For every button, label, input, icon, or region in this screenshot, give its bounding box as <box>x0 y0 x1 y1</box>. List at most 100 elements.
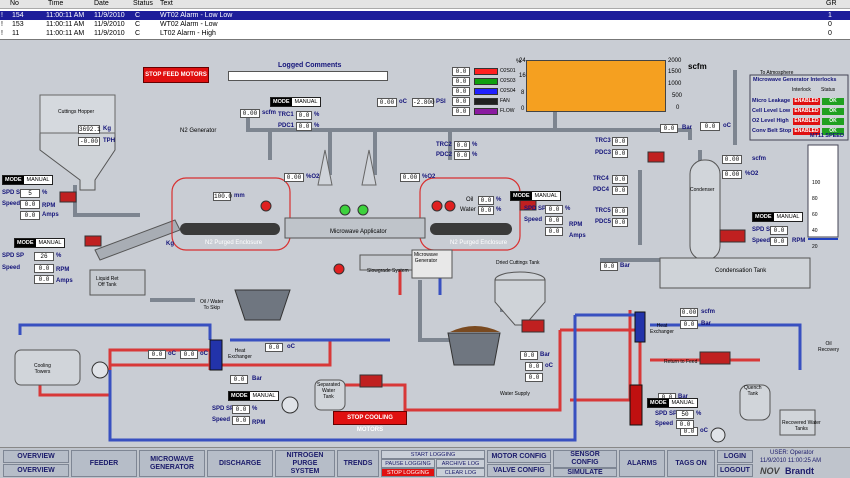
spd-sp-label: SPD SP <box>655 411 678 417</box>
temp-unit: oC <box>399 99 407 105</box>
pdc2-label: PDC2 <box>436 152 453 158</box>
interlock-name: Conv Belt Stop <box>752 128 792 134</box>
sensor-config-button[interactable]: SENSOR CONFIG <box>553 450 617 468</box>
condensation-tank-label: Condensation Tank <box>715 268 767 274</box>
clear-log-button[interactable]: CLEAR LOG <box>436 468 485 477</box>
mt11-tick: 80 <box>812 196 818 202</box>
discharge-speed-sp[interactable]: 0.0 <box>545 205 563 214</box>
trend-left-tick: 8 <box>521 90 525 96</box>
start-logging-button[interactable]: START LOGGING <box>381 450 485 459</box>
microwave-generator-button[interactable]: MICROWAVE GENERATOR <box>139 450 205 477</box>
alarm-gr: 0 <box>828 21 832 28</box>
pct-unit: % <box>42 190 48 196</box>
condenser-label: Condenser <box>690 187 715 193</box>
bar-unit: Bar <box>540 352 551 358</box>
amps-unit: Amps <box>42 212 59 218</box>
valve-config-button[interactable]: VALVE CONFIG <box>487 464 551 477</box>
simulate-button[interactable]: SIMULATE <box>553 468 617 477</box>
oil-value: 0.0 <box>478 196 494 205</box>
interlock-status-badge: OK <box>822 98 844 105</box>
alarm-row[interactable]: ! 11 11:00:11 AM 11/9/2010 C LT02 Alarm … <box>0 29 850 38</box>
oil-label: Oil <box>466 197 474 203</box>
mt11-speed-title: MT11 SPEED <box>810 133 844 139</box>
archive-log-button[interactable]: ARCHIVE LOG <box>436 459 485 468</box>
alarms-button[interactable]: ALARMS <box>619 450 665 477</box>
overview-button-2[interactable]: OVERVIEW <box>3 464 69 477</box>
pct-unit: % <box>252 406 258 412</box>
alarm-row[interactable]: ! 154 11:00:11 AM 11/9/2010 C WT02 Alarm… <box>0 11 850 20</box>
gas-value: 0.0 <box>452 67 470 76</box>
tags-on-button[interactable]: TAGS ON <box>667 450 715 477</box>
interlock-enabled-badge: ENABLED <box>793 98 820 105</box>
amps-unit: Amps <box>56 278 73 284</box>
logged-comments-input[interactable] <box>228 71 388 81</box>
alarm-date: 11/9/2010 <box>94 12 125 19</box>
trc1-value: 0.0 <box>296 111 312 120</box>
login-button[interactable]: LOGIN <box>717 450 753 463</box>
interlock-enabled-badge: ENABLED <box>793 118 820 125</box>
water-value: 0.0 <box>478 206 494 215</box>
discharge-button[interactable]: DISCHARGE <box>207 450 273 477</box>
bar-value: 0.0 <box>230 375 248 384</box>
hopper-weight: 3692.1 <box>78 125 101 134</box>
motor-config-button[interactable]: MOTOR CONFIG <box>487 450 551 463</box>
trc4-label: TRC4 <box>593 176 609 182</box>
trend-right-tick: 500 <box>672 93 683 99</box>
pump-speed-sp[interactable]: 0.0 <box>232 405 250 414</box>
spd-sp-label: SPD SP <box>2 253 25 259</box>
bar-value: 0.0 <box>520 351 538 360</box>
pct-unit: % <box>496 197 502 203</box>
rpm-unit: RPM <box>252 420 266 426</box>
stop-feed-motors-button[interactable]: STOP FEED MOTORS <box>143 67 209 83</box>
pct-unit: % <box>56 253 62 259</box>
stop-logging-button[interactable]: STOP LOGGING <box>381 468 435 477</box>
gas-value: 0.0 <box>452 77 470 86</box>
bar-value: 0.0 <box>680 320 698 329</box>
alarm-status: C <box>135 30 141 37</box>
condenser-speed-sp[interactable]: 0.0 <box>770 226 788 235</box>
alarm-no: 11 <box>12 30 20 37</box>
feeder1-speed-sp[interactable]: 5 <box>20 189 40 198</box>
pdc3-label: PDC3 <box>595 150 612 156</box>
pause-logging-button[interactable]: PAUSE LOGGING <box>381 459 435 468</box>
pct-unit: % <box>472 142 478 148</box>
row-marker-icon: ! <box>1 12 3 19</box>
logout-button[interactable]: LOGOUT <box>717 464 753 477</box>
oc-unit: oC <box>700 428 708 434</box>
speed-label: Speed <box>655 421 674 427</box>
overview-button[interactable]: OVERVIEW <box>3 450 69 463</box>
gas-value: 0.0 <box>452 107 470 116</box>
alarm-row[interactable]: ! 153 11:00:11 AM 11/9/2010 C WT02 Alarm… <box>0 20 850 29</box>
row-marker-icon: ! <box>1 21 3 28</box>
feeder-button[interactable]: FEEDER <box>71 450 137 477</box>
n2-flow-unit: scfm <box>262 110 277 116</box>
pump2-speed-sp[interactable]: 50 <box>676 410 694 419</box>
stop-cooling-motors-button[interactable]: STOP COOLING MOTORS <box>333 411 407 433</box>
bar-unit: Bar <box>252 376 263 382</box>
gas-color-swatch <box>474 68 498 75</box>
heat-exchanger-2-label: Heat Exchanger <box>650 323 674 335</box>
kg-label: Kg <box>166 241 174 247</box>
interlock-name: Cell Level Low <box>752 108 791 114</box>
quench-tank-label: Quench Tank <box>744 385 762 397</box>
row-marker-icon: ! <box>1 30 3 37</box>
feeder1-speed: 0.0 <box>20 200 40 209</box>
pressure-unit: PSI <box>436 99 446 105</box>
pump2-speed: 0.0 <box>676 420 694 429</box>
trends-button[interactable]: TRENDS <box>337 450 379 477</box>
speed-label: Speed <box>752 238 771 244</box>
feeder2-speed-sp[interactable]: 26 <box>34 252 54 261</box>
datetime-label: 11/9/2010 11:00:25 AM <box>760 458 822 464</box>
interlock-status-badge: OK <box>822 128 844 135</box>
mt11-tick: 40 <box>812 228 818 234</box>
nitrogen-purge-button[interactable]: NITROGEN PURGE SYSTEM <box>275 450 335 477</box>
speed-label: Speed <box>212 417 231 423</box>
o2-right-unit: %O2 <box>422 174 436 180</box>
